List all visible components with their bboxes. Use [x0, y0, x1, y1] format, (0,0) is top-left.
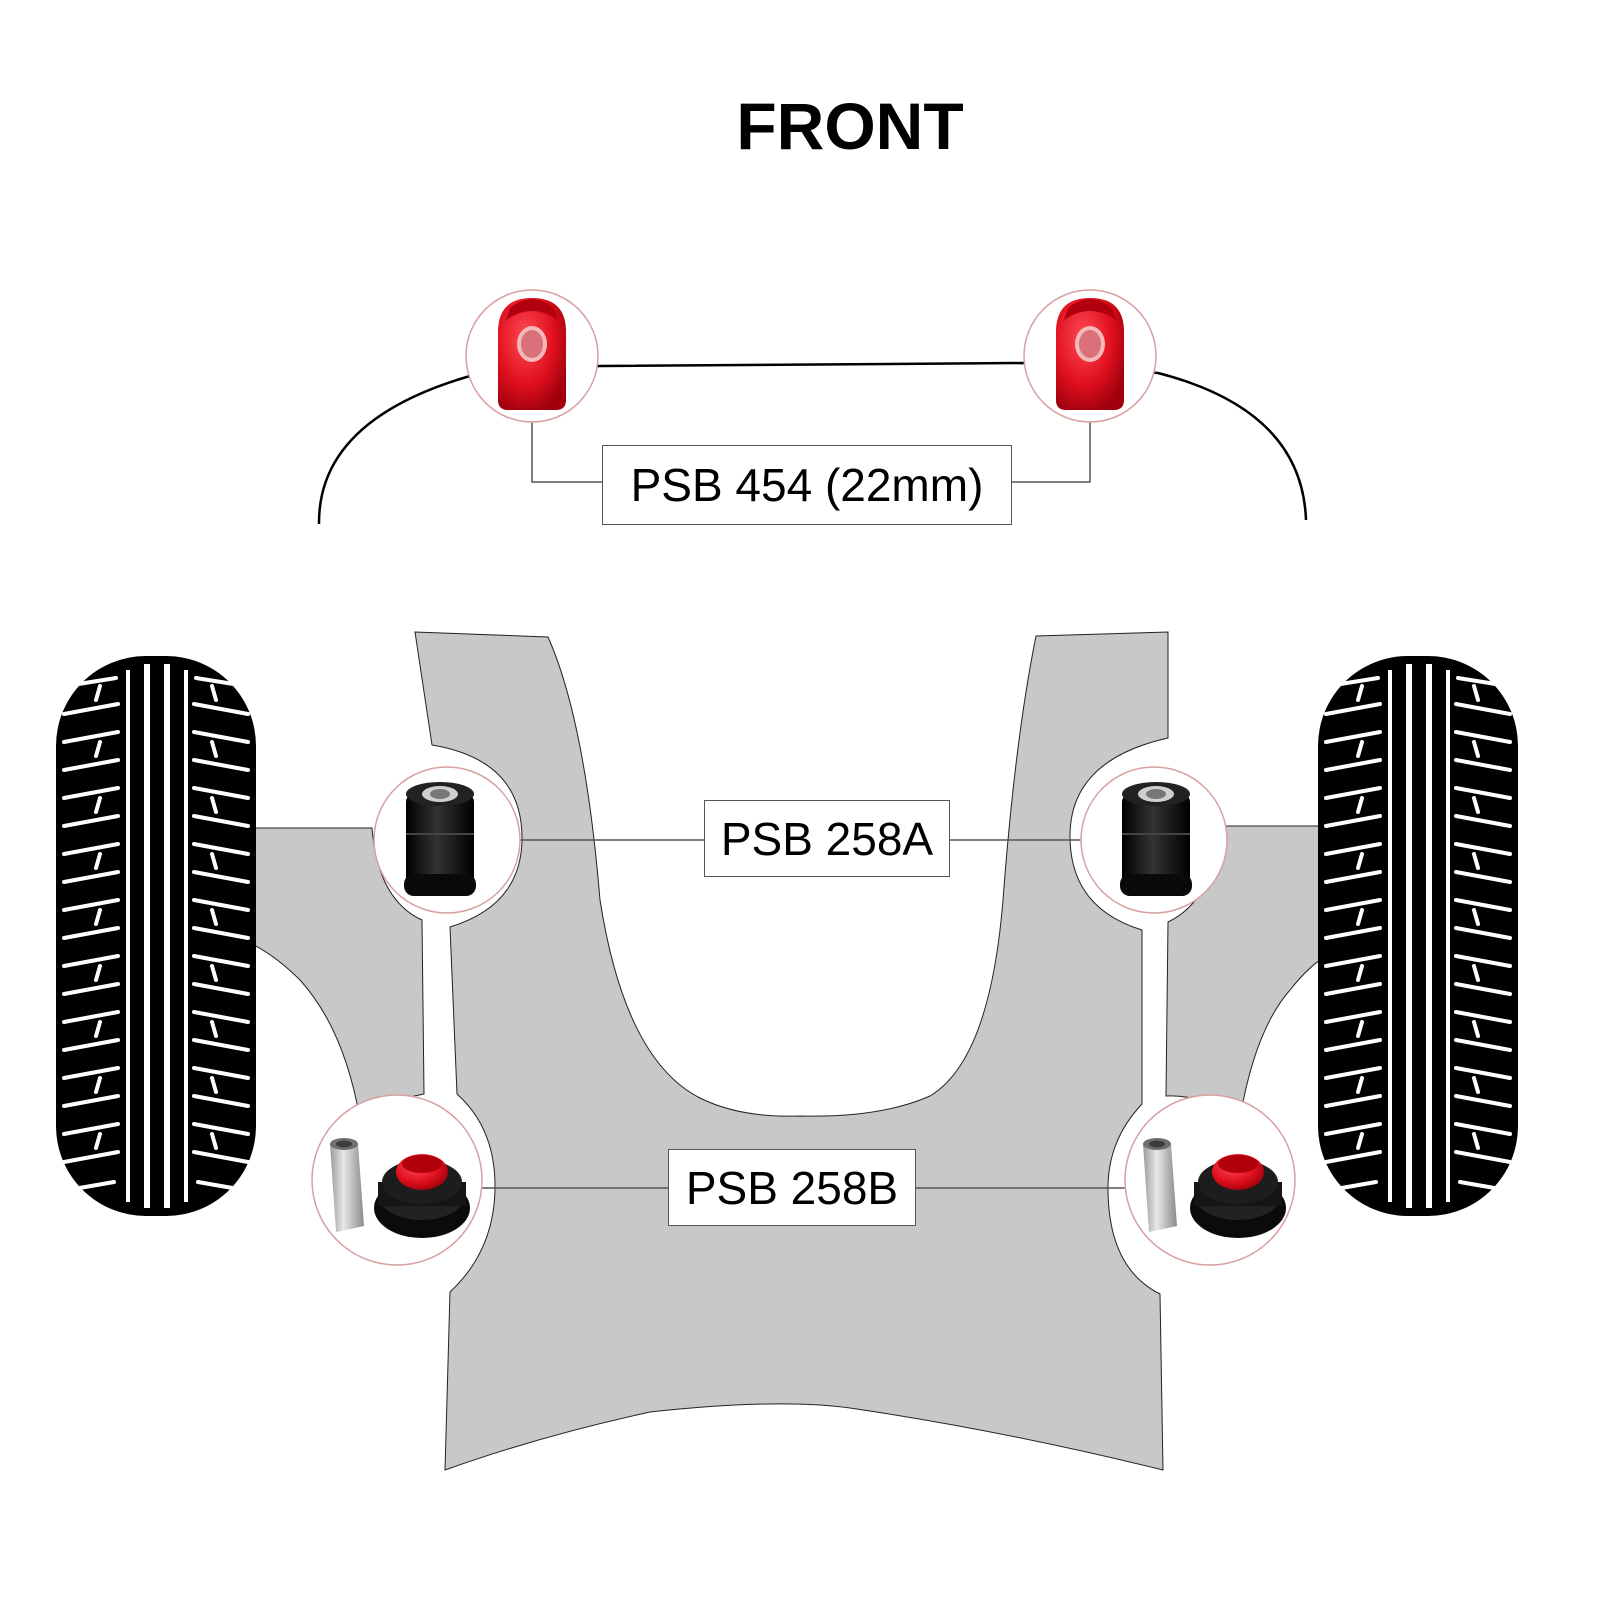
black-bush-icon — [1119, 781, 1193, 897]
callout-258b-right — [1124, 1094, 1296, 1266]
leader-lines — [477, 420, 1125, 1189]
red-bush-icon — [498, 298, 566, 410]
callout-258a-left — [373, 766, 521, 914]
label-psb-454: PSB 454 (22mm) — [602, 445, 1012, 525]
callout-258b-left — [311, 1094, 483, 1266]
callout-258a-right — [1080, 766, 1228, 914]
black-bush-icon — [403, 781, 477, 897]
red-bush-icon — [1056, 298, 1124, 410]
label-psb-258b: PSB 258B — [668, 1149, 916, 1226]
tyre-left-icon — [54, 654, 258, 1218]
callout-arb-right — [1023, 289, 1157, 423]
label-psb-258a: PSB 258A — [704, 800, 950, 877]
tyre-right-icon — [1316, 654, 1520, 1218]
page-title: FRONT — [736, 89, 964, 163]
subframe — [414, 631, 1169, 1471]
callout-arb-left — [465, 289, 599, 423]
